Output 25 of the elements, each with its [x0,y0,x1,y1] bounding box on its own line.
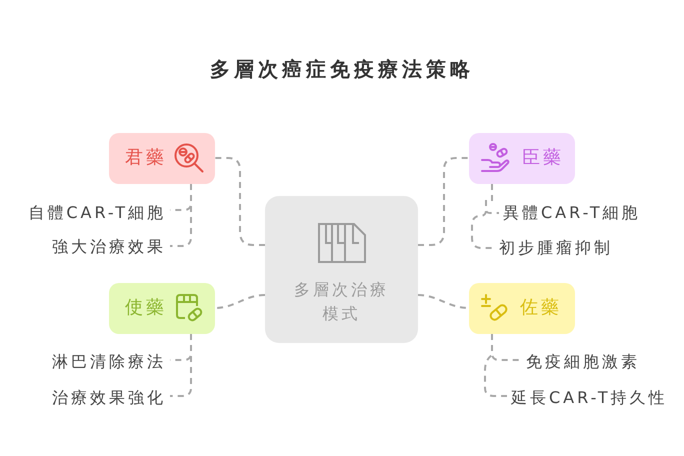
branch-label: 強大治療效果 [48,236,170,258]
branch-label: 治療效果強化 [48,387,170,409]
category-box [109,133,215,184]
connector [170,184,192,247]
category-label: 臣藥 [522,147,564,169]
connector [418,157,469,246]
branch-label: 淋巴清除療法 [48,351,170,373]
category-label: 使藥 [125,297,167,319]
branch-label: 異體CAR-T細胞 [499,202,645,224]
center-label: 多層次治療模式 [293,279,390,325]
branch-label: 免疫細胞激素 [522,351,644,373]
branch-label: 延長CAR-T持久性 [507,387,672,409]
connector [471,184,495,249]
center-box [265,196,418,343]
branch-label: 初步腫瘤抑制 [495,237,617,259]
category-box [109,283,215,334]
branch-label: 自體CAR-T細胞 [24,202,170,224]
category-label: 佐藥 [520,297,562,319]
category-box [469,133,575,184]
connector [214,294,266,309]
connector [170,334,192,397]
connector [215,157,265,246]
title: 多層次癌症免疫療法策略 [210,56,474,82]
category-box [469,283,575,334]
category-label: 君藥 [125,147,167,169]
